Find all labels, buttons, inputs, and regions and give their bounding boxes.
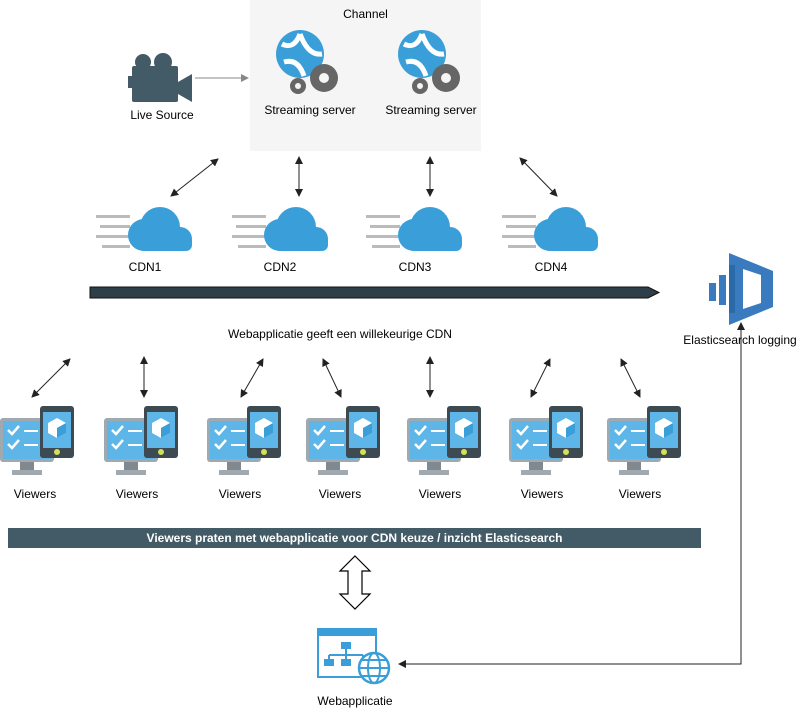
arrow-elastic-webapp xyxy=(398,322,745,668)
cdn-label: CDN4 xyxy=(534,260,568,274)
arrow-cdn4 xyxy=(519,157,558,197)
arrow-viewer-4 xyxy=(322,358,342,398)
elasticsearch-label: Elasticsearch logging xyxy=(683,333,797,347)
webapp-cdn-text: Webapplicatie geeft een willekeurige CDN xyxy=(228,327,452,341)
cdn-bar-arrow xyxy=(89,286,661,299)
streaming-server-2-icon xyxy=(398,30,460,94)
video-camera-icon xyxy=(128,53,192,102)
cdn-cloud-icon xyxy=(366,207,462,251)
viewer-label: Viewers xyxy=(618,487,662,501)
streaming-server-2-label: Streaming server xyxy=(385,103,477,117)
streaming-server-1-icon xyxy=(276,30,338,94)
streaming-server-1-label: Streaming server xyxy=(264,103,356,117)
webapp-label: Webapplicatie xyxy=(317,694,393,708)
web-application-icon xyxy=(317,628,391,685)
viewer-label: Viewers xyxy=(418,487,462,501)
viewer-label: Viewers xyxy=(318,487,362,501)
live-source-label: Live Source xyxy=(130,108,194,122)
viewer-devices-icon xyxy=(104,406,178,475)
arrow-viewer-6 xyxy=(530,358,551,398)
cdn-label: CDN2 xyxy=(263,260,297,274)
cdn-label: CDN1 xyxy=(128,260,162,274)
viewer-devices-icon xyxy=(509,406,583,475)
viewer-devices-icon xyxy=(306,406,380,475)
viewers-bar: Viewers praten met webapplicatie voor CD… xyxy=(8,528,701,548)
channel-label: Channel xyxy=(343,7,388,21)
viewer-label: Viewers xyxy=(115,487,159,501)
viewer-devices-icon xyxy=(0,406,74,475)
arrow-viewer-7 xyxy=(620,358,641,398)
cdn-cloud-icon xyxy=(96,207,192,251)
cdn-cloud-icon xyxy=(232,207,328,251)
arrow-viewer-3 xyxy=(240,358,264,398)
viewer-label: Viewers xyxy=(520,487,564,501)
arrow-cdn1 xyxy=(170,158,219,197)
double-arrow-outline xyxy=(338,555,372,610)
viewer-label: Viewers xyxy=(13,487,57,501)
viewer-label: Viewers xyxy=(218,487,262,501)
viewer-devices-icon xyxy=(607,406,681,475)
cdn-cloud-icon xyxy=(502,207,598,251)
elasticsearch-icon xyxy=(709,253,773,325)
arrow-viewer-1 xyxy=(31,358,71,398)
viewer-devices-icon xyxy=(407,406,481,475)
cdn-label: CDN3 xyxy=(398,260,432,274)
viewer-devices-icon xyxy=(207,406,281,475)
